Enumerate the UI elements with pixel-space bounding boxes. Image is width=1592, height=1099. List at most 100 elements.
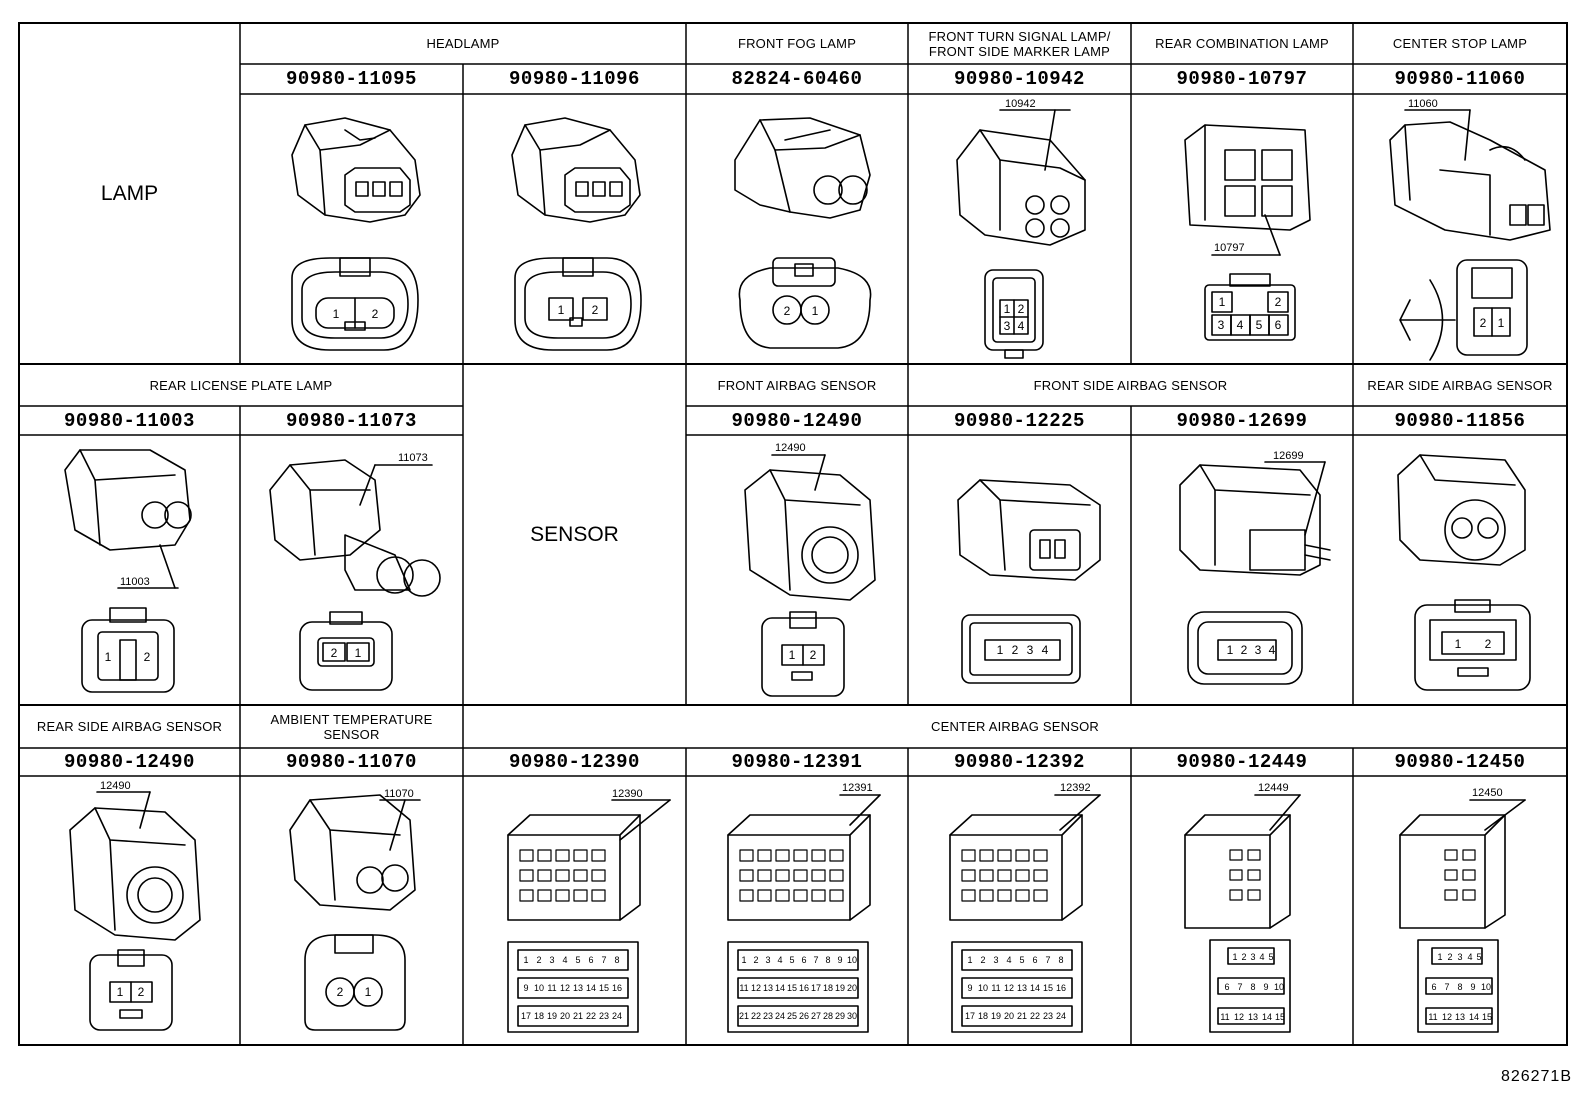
pin-number: 22	[1030, 1011, 1040, 1021]
pin-number: 18	[534, 1011, 544, 1021]
pin-number: 8	[614, 955, 619, 965]
connector-face-90980-12390	[507, 941, 639, 1033]
connector-face-90980-10797	[1204, 273, 1296, 341]
pin-number: 9	[1470, 982, 1475, 992]
pin-number: 2	[1018, 302, 1025, 316]
callout-label: 11070	[384, 788, 414, 800]
callout-label: 11060	[1408, 98, 1438, 110]
connector-90980-12392	[949, 794, 1101, 921]
pin-number: 5	[1019, 955, 1024, 965]
connector-face-90980-11003	[81, 607, 175, 693]
callout-label: 12490	[775, 442, 806, 454]
pin-number: 3	[1218, 318, 1225, 332]
pin-number: 14	[775, 983, 785, 993]
pin-number: 6	[801, 955, 806, 965]
connector-90980-12490-b	[69, 791, 201, 941]
pin-number: 21	[739, 1011, 749, 1021]
connector-face-82824-60460	[738, 257, 872, 349]
part-number: 90980-11003	[64, 409, 195, 432]
pin-number: 22	[751, 1011, 761, 1021]
pin-number: 20	[847, 983, 857, 993]
callout-label: 12450	[1472, 787, 1503, 799]
pin-number: 6	[588, 955, 593, 965]
part-number: 82824-60460	[731, 68, 863, 90]
part-number: 90980-11095	[286, 68, 417, 90]
pin-number: 6	[1275, 318, 1282, 332]
pin-number: 12	[1004, 983, 1014, 993]
callout-label: 12449	[1258, 782, 1289, 794]
part-number: 90980-12392	[954, 751, 1085, 773]
connector-face-90980-12449	[1209, 939, 1291, 1033]
pin-number: 6	[1431, 982, 1436, 992]
pin-number: 6	[1032, 955, 1037, 965]
pin-number: 18	[978, 1011, 988, 1021]
pin-number: 8	[1058, 955, 1063, 965]
pin-number: 10	[1274, 982, 1284, 992]
pin-number: 7	[601, 955, 606, 965]
connector-90980-10942	[956, 109, 1086, 246]
connector-90980-12699	[1179, 461, 1331, 576]
pin-number: 7	[813, 955, 818, 965]
pin-number: 19	[991, 1011, 1001, 1021]
connector-90980-11096	[511, 117, 641, 223]
pin-number: 17	[811, 983, 821, 993]
connector-face-90980-11856	[1414, 599, 1531, 691]
part-number: 90980-11073	[286, 409, 417, 432]
part-number: 90980-12391	[731, 751, 863, 773]
pin-number: 8	[1250, 982, 1255, 992]
connector-90980-11070	[289, 794, 421, 911]
pin-number: 1	[1232, 952, 1237, 962]
pin-number: 8	[825, 955, 830, 965]
pin-number: 9	[967, 983, 972, 993]
pin-number: 4	[1467, 952, 1472, 962]
connector-face-90980-11096	[514, 257, 642, 351]
pin-number: 1	[523, 955, 528, 965]
header-center-airbag-sensor: CENTER AIRBAG SENSOR	[931, 719, 1099, 734]
connector-90980-11003	[64, 449, 192, 589]
pin-number: 1	[789, 648, 796, 662]
callout-label: 12699	[1273, 450, 1304, 462]
header-ambient-temperature-sensor: AMBIENT TEMPERATURE SENSOR	[240, 705, 463, 748]
part-number: 90980-11856	[1394, 409, 1526, 432]
pin-number: 16	[799, 983, 809, 993]
pin-number: 23	[763, 1011, 773, 1021]
callout-label: 11073	[398, 452, 428, 464]
connector-face-90980-12391	[727, 941, 869, 1033]
pin-number: 2	[1241, 643, 1248, 657]
pin-number: 11	[547, 983, 556, 993]
header-front-side-airbag-sensor: FRONT SIDE AIRBAG SENSOR	[1033, 377, 1228, 393]
pin-number: 2	[331, 646, 338, 660]
callout-label: 12392	[1060, 782, 1091, 794]
pin-number: 7	[1444, 982, 1449, 992]
callout-label: 12390	[612, 788, 643, 800]
header-front-turn-signal-line2: FRONT SIDE MARKER LAMP	[928, 43, 1111, 59]
connector-face-90980-12392	[951, 941, 1083, 1033]
connector-82824-60460	[734, 117, 871, 219]
pin-number: 1	[333, 307, 340, 321]
pin-number: 2	[1275, 295, 1282, 309]
connector-90980-12390	[507, 799, 671, 921]
pin-number: 3	[993, 955, 998, 965]
pin-number: 13	[1017, 983, 1027, 993]
pin-number: 1	[355, 646, 362, 660]
pin-number: 24	[612, 1011, 622, 1021]
pin-number: 17	[521, 1011, 531, 1021]
header-headlamp: HEADLAMP	[426, 36, 500, 51]
pin-number: 1	[741, 955, 746, 965]
pin-number: 2	[784, 304, 791, 318]
pin-number: 2	[372, 307, 379, 321]
section-label-lamp: LAMP	[100, 182, 159, 205]
part-number: 90980-12449	[1176, 751, 1308, 773]
pin-number: 2	[337, 985, 344, 999]
connector-face-90980-11095	[291, 257, 419, 351]
connector-face-90980-12450	[1417, 939, 1499, 1033]
pin-number: 26	[799, 1011, 809, 1021]
pin-number: 2	[138, 985, 145, 999]
pin-number: 7	[1045, 955, 1050, 965]
pin-number: 14	[586, 983, 596, 993]
pin-number: 2	[1241, 952, 1246, 962]
pin-number: 3	[1250, 952, 1255, 962]
pin-number: 30	[847, 1011, 857, 1021]
pin-number: 11	[991, 983, 1000, 993]
pin-number: 20	[1004, 1011, 1014, 1021]
